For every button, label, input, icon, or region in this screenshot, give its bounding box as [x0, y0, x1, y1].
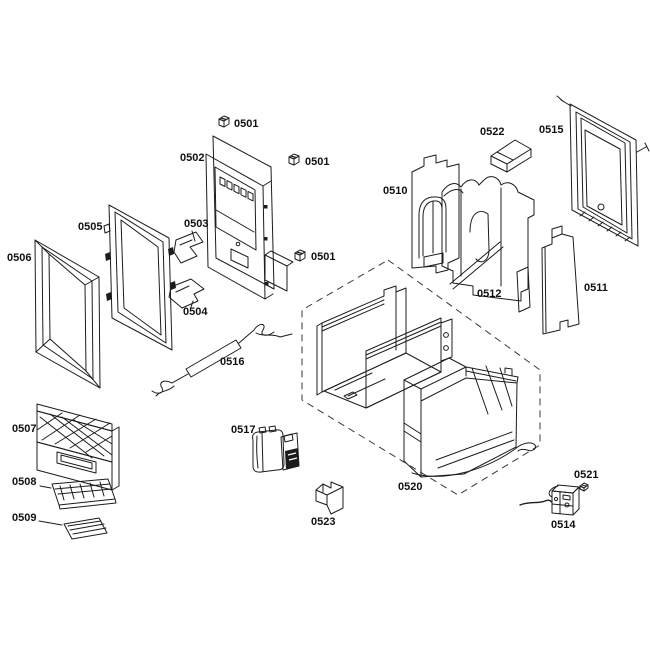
- part-0509-small-tray: [38, 517, 108, 540]
- part-label-0506: 0506: [7, 252, 32, 264]
- part-label-0522: 0522: [480, 126, 505, 138]
- part-label-0521: 0521: [574, 469, 599, 481]
- part-0505-inner-door: [103, 204, 176, 351]
- part-label-0511: 0511: [584, 282, 608, 294]
- part-0516-heater-wire: [151, 323, 293, 397]
- part-label-0507: 0507: [12, 423, 37, 435]
- part-label-0510: 0510: [383, 185, 408, 197]
- screw-icon: [218, 115, 230, 128]
- part-0515-flap: [556, 95, 650, 247]
- part-label-0502: 0502: [180, 152, 205, 164]
- part-0502-housing: [205, 135, 294, 300]
- part-label-0501-right: 0501: [305, 156, 330, 168]
- part-label-0509: 0509: [12, 512, 37, 524]
- part-label-0516: 0516: [220, 356, 245, 368]
- screw-icon-small: [579, 482, 589, 492]
- part-label-0517: 0517: [231, 424, 256, 436]
- part-0517-water-valve: [252, 425, 300, 473]
- part-0520-drawer: [403, 357, 536, 478]
- part-0523-clip: [315, 481, 344, 515]
- part-label-0505: 0505: [78, 221, 103, 233]
- part-label-0508: 0508: [12, 476, 37, 488]
- part-0522-cover: [490, 139, 532, 173]
- part-0511-side-panel: [541, 225, 580, 335]
- part-0514-thermostat: [519, 484, 580, 516]
- part-label-0512: 0512: [477, 288, 502, 300]
- part-label-0514: 0514: [551, 519, 576, 531]
- part-label-0520: 0520: [398, 481, 423, 493]
- part-label-0501-top: 0501: [234, 118, 259, 130]
- part-0510-duct: [411, 154, 460, 274]
- part-0512-ice-maker: [441, 176, 535, 313]
- part-label-0515: 0515: [539, 124, 564, 136]
- part-label-0504: 0504: [183, 306, 208, 318]
- part-0520-liner: [316, 285, 453, 409]
- part-0508-tray: [39, 478, 117, 510]
- part-0504-bracket: [168, 278, 205, 309]
- screw-icon: [288, 153, 300, 166]
- part-label-0501-mid: 0501: [311, 251, 336, 263]
- part-label-0503: 0503: [184, 218, 209, 230]
- part-0506-gasket-frame: [34, 239, 101, 389]
- screw-icon: [294, 249, 306, 262]
- part-0503-bracket: [173, 230, 204, 264]
- part-0507-ice-box: [36, 403, 120, 491]
- part-label-0523: 0523: [311, 516, 336, 528]
